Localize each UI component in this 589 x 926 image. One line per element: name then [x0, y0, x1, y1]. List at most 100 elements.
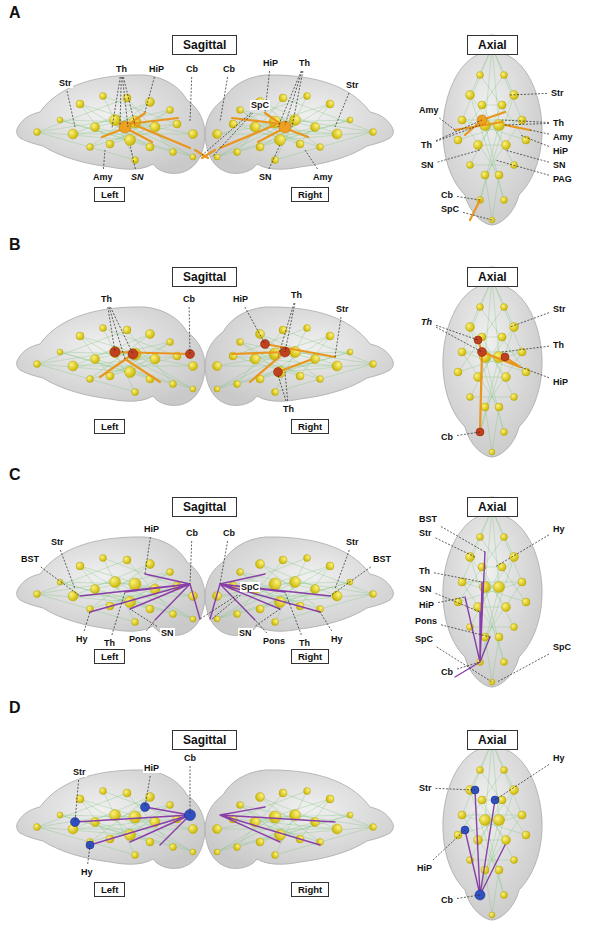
box-text: Left — [101, 421, 118, 432]
leader-line — [495, 160, 549, 175]
leader-line — [441, 527, 485, 553]
region-label: HiP — [232, 294, 249, 304]
region-label: SpC — [440, 204, 460, 214]
leader-line — [434, 573, 482, 582]
region-label: HiP — [148, 64, 165, 74]
sagittal-brain — [205, 307, 393, 406]
leader-line — [103, 150, 105, 169]
region-label: Th — [298, 58, 311, 68]
region-label: Pons — [414, 616, 438, 626]
region-label: SN — [552, 160, 567, 170]
leader-line — [438, 597, 465, 603]
region-label: Th — [298, 638, 311, 648]
region-label: Str — [418, 783, 433, 793]
leader-line — [520, 367, 549, 378]
panel-c-art — [17, 497, 542, 687]
region-label: Th — [115, 64, 128, 74]
leader-line — [510, 93, 547, 95]
leader-line — [457, 895, 480, 899]
leader-line — [220, 541, 228, 584]
side-label-box: Right — [291, 419, 329, 434]
view-heading-box: Sagittal — [172, 497, 237, 517]
view-heading-box: Axial — [467, 35, 518, 55]
region-label: Th — [103, 638, 116, 648]
leader-line — [245, 307, 265, 344]
region-label: Th — [420, 140, 433, 150]
leader-line — [212, 113, 253, 157]
region-label: Cb — [440, 190, 454, 200]
region-label: Cb — [183, 753, 197, 763]
box-text: Right — [298, 421, 322, 432]
side-label-box: Right — [291, 882, 329, 897]
leader-line — [436, 125, 480, 141]
region-label: Str — [552, 304, 567, 314]
view-heading-box: Sagittal — [172, 730, 237, 750]
leader-line — [212, 595, 241, 619]
region-label: Th — [420, 317, 433, 327]
box-text: Right — [298, 189, 322, 200]
region-label: Cb — [440, 432, 454, 442]
region-label: HiP — [262, 58, 279, 68]
sagittal-brain — [17, 75, 205, 174]
leader-line — [200, 113, 251, 157]
region-label: SN — [420, 160, 435, 170]
highlight-sphere — [119, 115, 487, 133]
leader-line — [145, 77, 154, 112]
orange-connection — [102, 112, 530, 220]
highlight-sphere — [110, 336, 509, 436]
region-label: Cb — [440, 667, 454, 677]
region-label: Str — [50, 537, 65, 547]
leader-line — [335, 550, 349, 589]
leader-line — [530, 130, 549, 134]
panel-d-art — [17, 730, 542, 920]
view-heading-box: Sagittal — [172, 35, 237, 55]
sagittal-brain — [17, 307, 205, 406]
region-label: HiP — [143, 524, 160, 534]
leader-line — [305, 150, 318, 169]
region-label: Amy — [552, 132, 574, 142]
leader-line — [110, 307, 133, 354]
region-label: Str — [345, 80, 360, 90]
leader-line — [433, 830, 465, 860]
leader-line — [495, 764, 549, 800]
leader-line — [67, 91, 75, 127]
leader-line — [330, 567, 371, 596]
box-text: Left — [101, 189, 118, 200]
leader-line — [505, 150, 549, 162]
region-label: Amy — [92, 172, 114, 182]
leader-line — [256, 609, 281, 626]
leader-line — [285, 372, 288, 401]
leader-line — [120, 77, 121, 125]
leader-line — [457, 197, 480, 201]
region-label: Th — [552, 118, 565, 128]
region-label: Th — [100, 294, 113, 304]
leader-line — [497, 654, 549, 682]
leader-line — [145, 537, 150, 574]
region-label: Pons — [128, 634, 152, 644]
panel-letter: B — [8, 236, 22, 254]
box-text: Left — [101, 651, 118, 662]
leader-line — [505, 123, 549, 125]
leader-line — [200, 595, 238, 619]
region-label: Hy — [330, 634, 344, 644]
region-label: Hy — [552, 524, 566, 534]
leader-line — [457, 432, 480, 436]
leader-line — [278, 303, 294, 357]
leader-line — [123, 77, 135, 125]
region-label: Pons — [262, 636, 286, 646]
region-label: SN — [130, 172, 145, 182]
leader-line — [436, 120, 482, 141]
leader-line — [112, 77, 120, 128]
box-text: Axial — [478, 270, 507, 284]
leader-line — [60, 550, 75, 589]
leader-line — [130, 609, 157, 626]
region-label: Th — [418, 566, 431, 576]
box-text: Axial — [478, 38, 507, 52]
leader-line — [292, 71, 303, 127]
leader-line — [84, 612, 90, 631]
side-label-box: Right — [291, 649, 329, 664]
leader-line — [520, 135, 549, 147]
box-text: Axial — [478, 733, 507, 747]
leader-line — [41, 567, 80, 596]
leader-line — [130, 145, 135, 169]
